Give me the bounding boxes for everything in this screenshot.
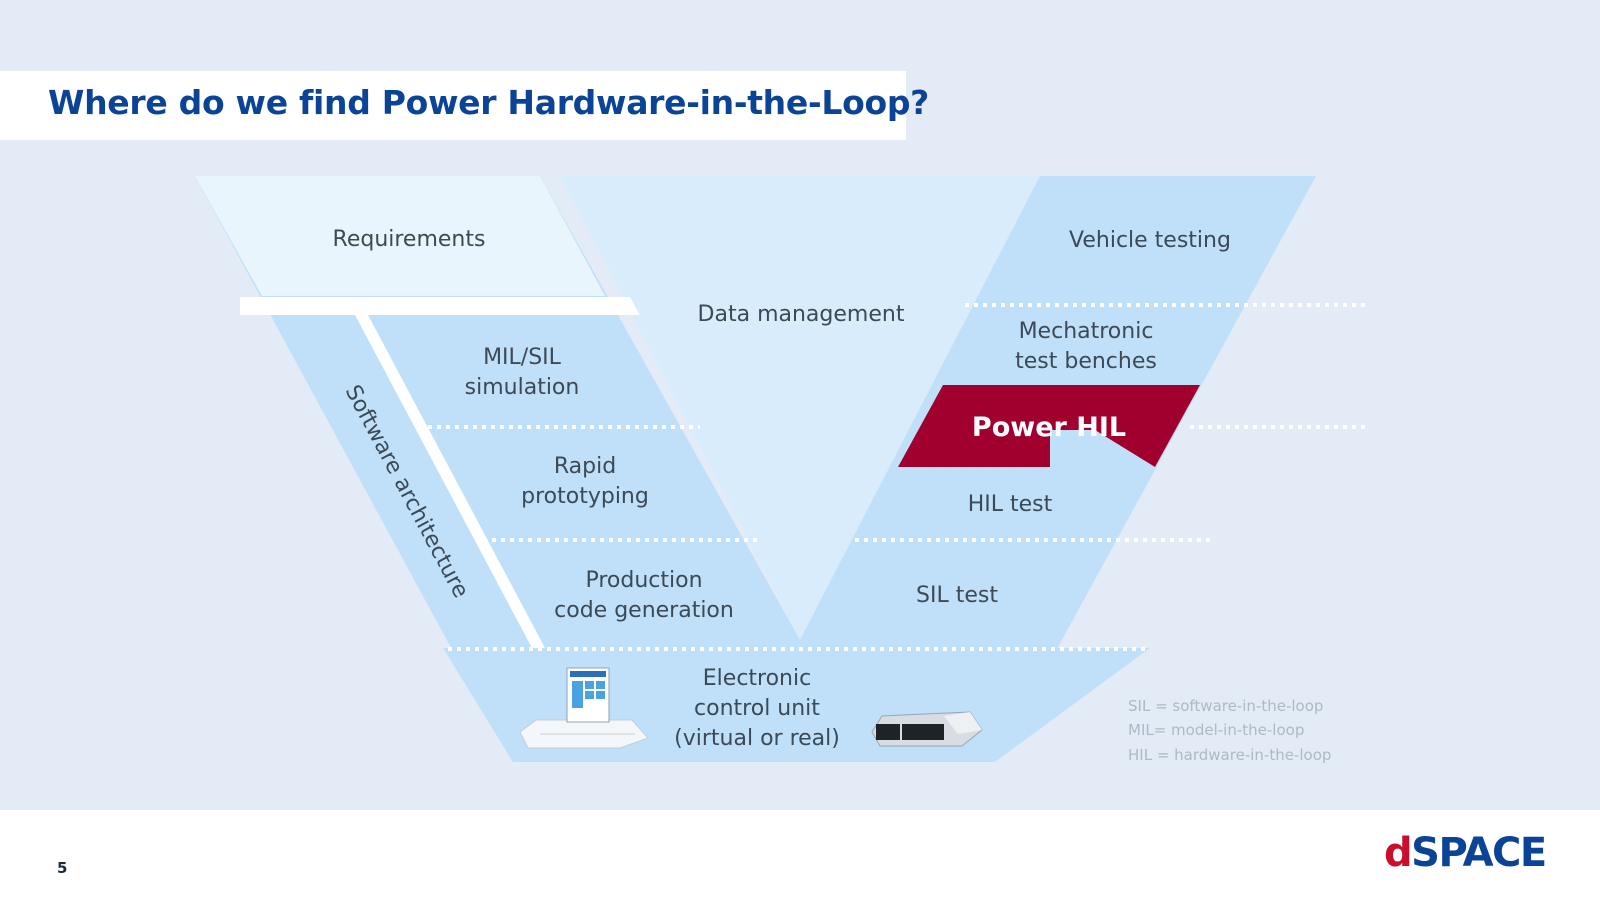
mil-sil-line1: MIL/SIL [483,345,562,370]
mechatronic-line1: Mechatronic [1019,319,1154,344]
ecu-line2: control unit [694,696,820,721]
legend-mil: MIL= model-in-the-loop [1128,721,1304,739]
page-number: 5 [57,859,67,877]
legend-hil: HIL = hardware-in-the-loop [1128,746,1331,764]
footer [0,810,1600,900]
logo-d: d [1384,830,1411,876]
sil-test-label: SIL test [916,583,998,608]
legend-sil: SIL = software-in-the-loop [1128,697,1323,715]
dspace-logo: dSPACE [1384,833,1546,873]
rapid-line2: prototyping [521,484,649,509]
requirements-label: Requirements [333,227,486,252]
ecu-line3: (virtual or real) [674,726,840,751]
data-management-label: Data management [698,302,905,327]
power-hil-label: Power HIL [972,412,1126,443]
mil-sil-line2: simulation [465,375,580,400]
production-line2: code generation [554,598,734,623]
hil-test-label: HIL test [968,492,1053,517]
requirements-divider [240,297,640,315]
ecu-hardware-icon [872,712,982,746]
ecu-line1: Electronic [703,666,811,691]
logo-space: SPACE [1411,830,1546,876]
mechatronic-line2: test benches [1015,349,1157,374]
vehicle-testing-label: Vehicle testing [1069,228,1231,253]
rapid-line1: Rapid [554,454,616,479]
production-line1: Production [585,568,702,593]
